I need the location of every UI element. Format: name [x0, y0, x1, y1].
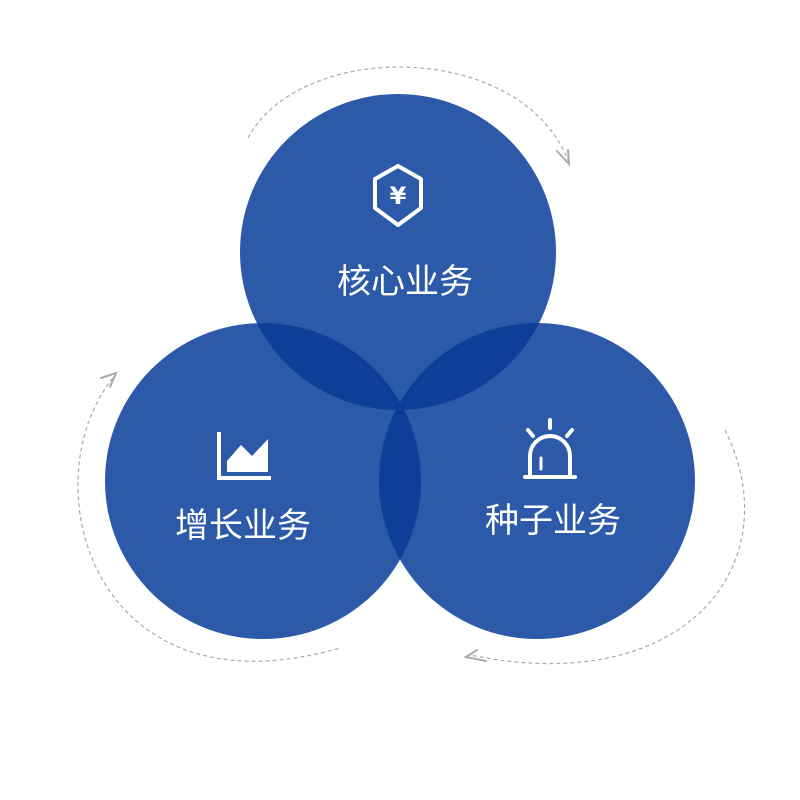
label-seed: 种子业务 [485, 501, 621, 541]
circle-seed [379, 323, 695, 639]
circle-growth [105, 323, 421, 639]
cycle-arcs [77, 66, 746, 665]
label-core: 核心业务 [337, 262, 473, 302]
yen-glyph: ¥ [390, 182, 407, 210]
arrowhead-right [463, 649, 487, 662]
arc-left [77, 377, 341, 662]
arrowhead-top [556, 149, 571, 167]
arrowhead-left [100, 371, 118, 388]
alarm-light-icon [523, 418, 577, 479]
shield-yen-icon: ¥ [373, 164, 423, 227]
arc-right [469, 429, 746, 665]
cycle-arrowheads [100, 149, 571, 662]
label-growth: 增长业务 [175, 506, 311, 546]
arc-top [247, 66, 569, 161]
circle-core [240, 94, 556, 410]
area-chart-icon [217, 432, 271, 480]
